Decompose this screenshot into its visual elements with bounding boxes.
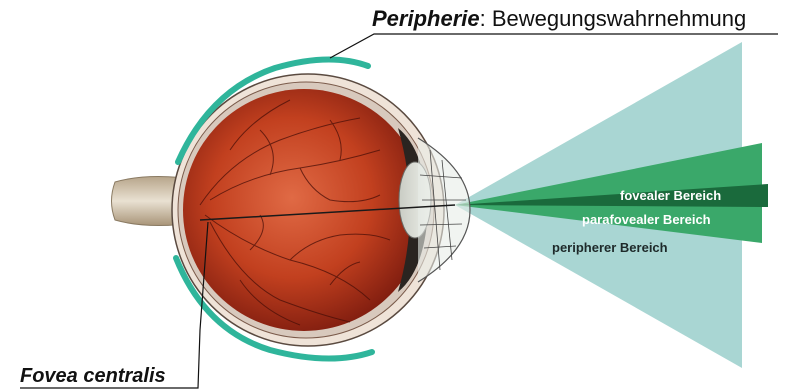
periphery-term: Peripherie (372, 6, 480, 31)
periphery-label: Peripherie: Bewegungswahrnehmung (372, 6, 746, 32)
parafoveal-zone-label: parafovealer Bereich (582, 212, 711, 227)
eyeball-interior (183, 89, 425, 331)
peripheral-zone-label: peripherer Bereich (552, 240, 668, 255)
cornea (418, 138, 470, 282)
fovea-centralis-label: Fovea centralis (20, 365, 166, 388)
foveal-zone-label: fovealer Bereich (620, 188, 721, 203)
periphery-leader-line (330, 34, 778, 58)
periphery-description: : Bewegungswahrnehmung (480, 6, 747, 31)
